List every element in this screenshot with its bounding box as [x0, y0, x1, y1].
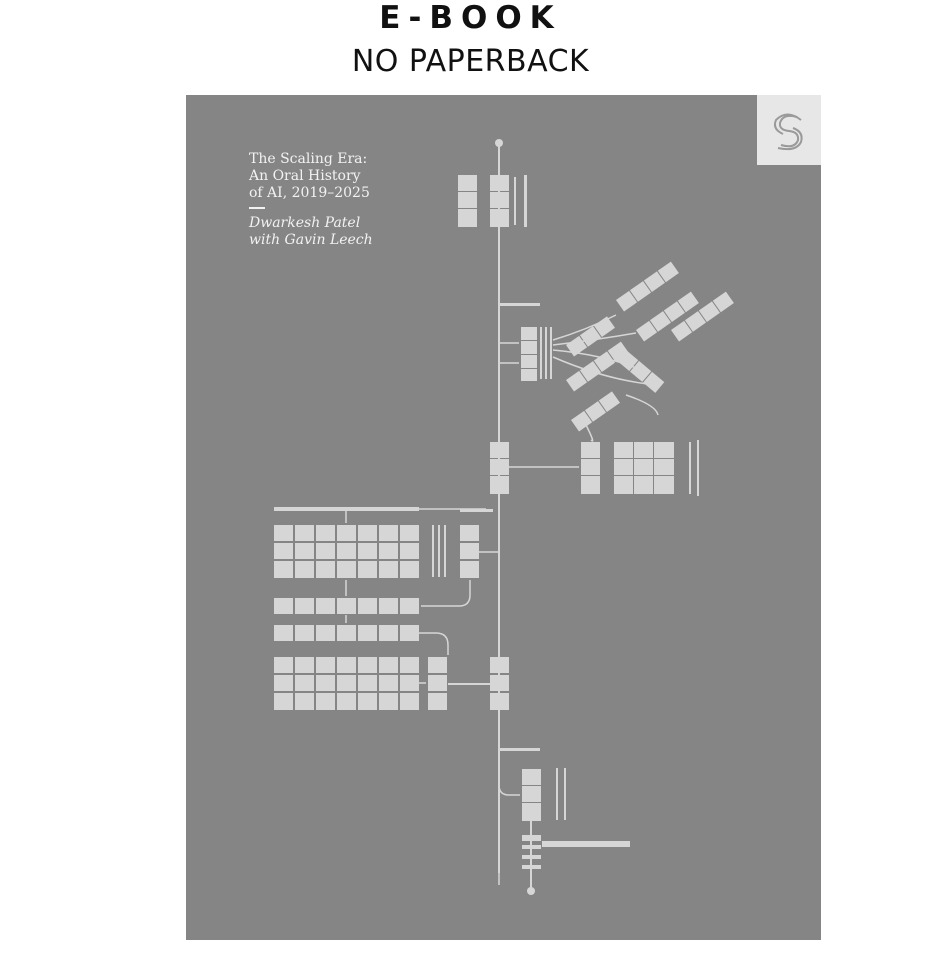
- format-label: E-BOOK: [379, 0, 562, 36]
- cover-title-line-1: The Scaling Era:: [249, 151, 368, 167]
- title-divider: [249, 207, 265, 209]
- stripe-press-logo-icon: [773, 113, 803, 151]
- book-cover[interactable]: The Scaling Era: An Oral History of AI, …: [186, 95, 821, 940]
- block-bottom: [522, 768, 630, 895]
- cover-title-block: The Scaling Era: An Oral History of AI, …: [249, 151, 449, 249]
- block-top: [458, 175, 527, 227]
- cover-title-line-2: An Oral History: [249, 168, 361, 184]
- block-left-grid: [274, 507, 479, 578]
- block-left-strips: [274, 598, 419, 641]
- cover-author-2: with Gavin Leech: [249, 232, 373, 248]
- block-middle-right: [581, 440, 699, 496]
- block-left-lower-grid: [274, 657, 509, 710]
- publisher-logo: [757, 95, 821, 165]
- availability-note: NO PAPERBACK: [351, 44, 590, 79]
- block-upper-right: [521, 327, 552, 381]
- cover-diagram-illustration: [274, 139, 734, 895]
- cover-title-line-3: of AI, 2019–2025: [249, 185, 370, 201]
- cover-author-1: Dwarkesh Patel: [249, 215, 361, 231]
